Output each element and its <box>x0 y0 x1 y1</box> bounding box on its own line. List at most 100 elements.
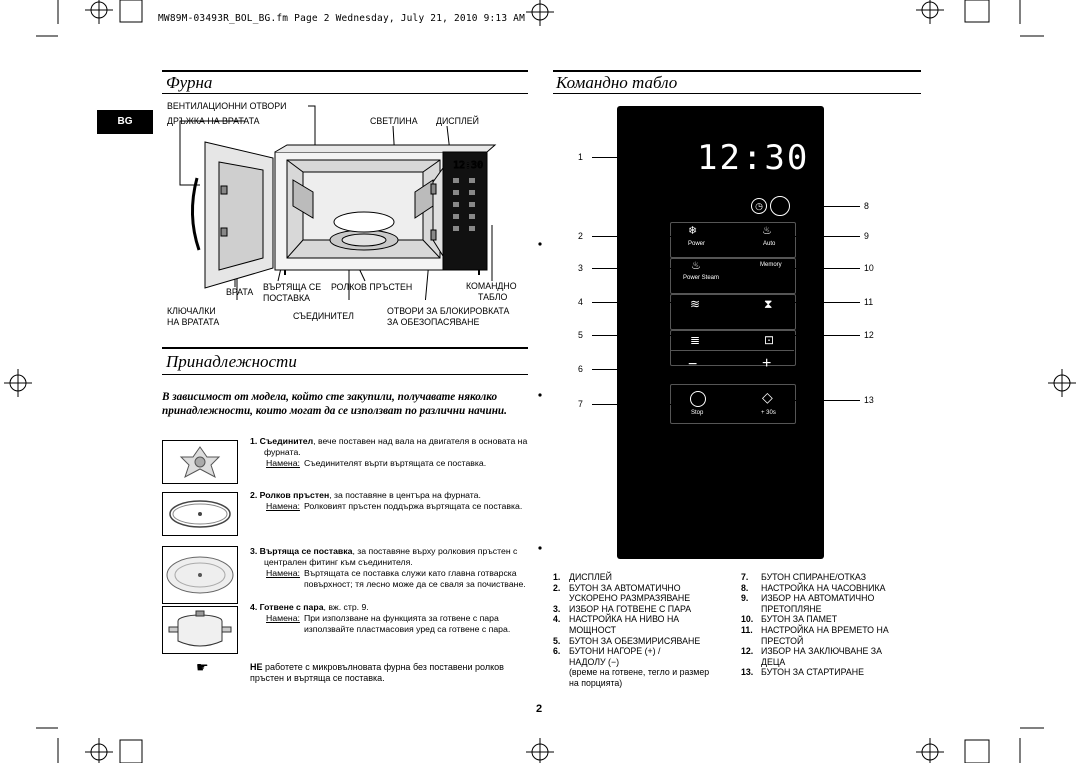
stop-icon[interactable] <box>690 391 706 407</box>
power-level-icon[interactable]: ≋ <box>690 297 701 311</box>
legend-item: 13.БУТОН ЗА СТАРТИРАНЕ <box>741 667 864 678</box>
language-tab: BG <box>97 110 153 134</box>
item-name: Съединител <box>259 436 314 446</box>
steam-icon[interactable]: ♨ <box>691 260 701 272</box>
callout-3: 3 <box>578 263 583 273</box>
legend-item: 12.ИЗБОР НА ЗАКЛЮЧВАНЕ ЗА <box>741 646 882 657</box>
label-display: ДИСПЛЕЙ <box>436 116 479 126</box>
item-number: 2. <box>250 490 258 500</box>
hourglass-icon[interactable]: ⧗ <box>764 297 773 311</box>
callout-6: 6 <box>578 364 583 374</box>
callout-5: 5 <box>578 330 583 340</box>
label-roller-ring: РОЛКОВ ПРЪСТЕН <box>331 282 413 292</box>
label-safety-holes: ОТВОРИ ЗА БЛОКИРОВКАТА <box>387 306 510 316</box>
stop-label[interactable]: Stop <box>691 410 704 416</box>
legend-item: УСКОРЕНО РАЗМРАЗЯВАНЕ <box>569 593 691 604</box>
accessory-item-4: 4. Готвене с пара, вж. стр. 9. Намена:Пр… <box>250 602 530 635</box>
bracket-right <box>780 369 781 378</box>
callout-1: 1 <box>578 152 583 162</box>
label-door-latches: КЛЮЧАЛКИ <box>167 306 216 316</box>
legend-item: ПРЕТОПЛЯНЕ <box>761 603 822 614</box>
callout-8: 8 <box>864 201 869 211</box>
label-coupler: СЪЕДИНИТЕЛ <box>293 311 354 321</box>
clock-button[interactable] <box>770 196 790 216</box>
legend-item: 10.БУТОН ЗА ПАМЕТ <box>741 614 838 625</box>
label-door: ВРАТА <box>226 287 254 297</box>
label-turntable: ВЪРТЯЩА СЕ <box>263 282 322 292</box>
label-door-latches-2: НА ВРАТАТА <box>167 317 220 327</box>
callout-4: 4 <box>578 297 583 307</box>
legend-item: НАДОЛУ (−) <box>569 656 620 667</box>
callout-line-8 <box>790 206 860 207</box>
legend-right: 7.БУТОН СПИРАНЕ/ОТКАЗ 8.НАСТРОЙКА НА ЧАС… <box>741 572 921 678</box>
callout-line-4 <box>592 302 684 303</box>
callout-line-10 <box>782 268 860 269</box>
callout-line-1 <box>592 157 692 158</box>
power-steam-label[interactable]: Power Steam <box>683 275 720 281</box>
item-number: 4. <box>250 602 258 612</box>
power-label[interactable]: Power <box>688 241 706 247</box>
control-title-underline <box>553 93 921 94</box>
legend-item: 8.НАСТРОЙКА НА ЧАСОВНИКА <box>741 582 886 593</box>
legend-item: МОЩНОСТ <box>569 624 617 635</box>
item-name: Въртяща се поставка <box>259 546 353 556</box>
svg-text:12:30: 12:30 <box>453 160 483 171</box>
auto-label[interactable]: Auto <box>763 241 776 247</box>
defrost-icon[interactable]: ❄︎ <box>688 225 698 237</box>
legend-item: 1.ДИСПЛЕЙ <box>553 572 612 582</box>
item-number: 1. <box>250 436 258 446</box>
bracket-left <box>670 369 671 377</box>
warning-note: НЕ работете с микровълновата фурна без п… <box>250 662 528 684</box>
note-label: Намена: <box>266 458 300 468</box>
callout-10: 10 <box>864 263 874 273</box>
label-safety-holes-2: ЗА ОБЕЗОПАСЯВАНЕ <box>387 317 480 327</box>
deodorize-icon[interactable]: ≣ <box>690 333 701 347</box>
callout-12: 12 <box>864 330 874 340</box>
callout-line-6 <box>592 369 670 370</box>
digital-display: 12:30 <box>697 138 810 178</box>
legend-item: 6.БУТОНИ НАГОРЕ (+) / <box>553 646 661 657</box>
oven-illustration: 12:30 <box>179 105 497 300</box>
minus-button[interactable]: − <box>688 356 698 373</box>
reheat-icon[interactable]: ♨ <box>762 225 772 237</box>
legend-item: ПРЕСТОЙ <box>761 635 804 646</box>
callout-line-3 <box>592 268 682 269</box>
callout-7: 7 <box>578 399 583 409</box>
accessory-item-1: 1. Съединител, вече поставен над вала на… <box>250 436 530 469</box>
coupler-image <box>162 440 238 484</box>
callout-9: 9 <box>864 231 869 241</box>
note-text: Съединителят върти въртящата се поставка… <box>303 458 487 468</box>
clock-icon[interactable]: ◷ <box>751 198 767 214</box>
control-section-title: Командно табло <box>556 73 678 92</box>
legend-item: 7.БУТОН СПИРАНЕ/ОТКАЗ <box>741 572 867 582</box>
legend-item: 3.ИЗБОР НА ГОТВЕНЕ С ПАРА <box>553 603 692 614</box>
note-label: Намена: <box>266 501 300 511</box>
row-auto-defrost <box>670 222 796 258</box>
legend-item: 2.БУТОН ЗА АВТОМАТИЧНО <box>553 582 681 593</box>
oven-section-title: Фурна <box>166 73 213 92</box>
accessory-item-2: 2. Ролков пръстен, за поставяне в център… <box>250 490 530 512</box>
memory-label[interactable]: Memory <box>760 262 782 268</box>
callout-line-5 <box>592 335 684 336</box>
warning-bold: НЕ <box>250 662 263 672</box>
callout-line-7 <box>592 404 684 405</box>
start-icon[interactable]: ◇ <box>762 389 773 405</box>
row-deodor-standby <box>670 294 796 330</box>
row-deodorize-lock <box>670 330 796 366</box>
callout-line-11 <box>776 302 860 303</box>
plus30-label[interactable]: + 30s <box>761 410 776 416</box>
row-steam-memory <box>670 258 796 294</box>
label-control-panel-2: ТАБЛО <box>478 292 508 302</box>
note-text: При използване на функцията за готвене с… <box>303 613 511 634</box>
callout-11: 11 <box>864 297 874 307</box>
plus-button[interactable]: + <box>762 355 772 372</box>
legend-item: 9.ИЗБОР НА АВТОМАТИЧНО <box>741 593 875 604</box>
roller-ring-image <box>162 492 238 536</box>
page-number: 2 <box>536 703 543 715</box>
callout-line-9 <box>780 236 860 237</box>
lock-icon[interactable]: ⊡ <box>764 333 775 347</box>
note-label: Намена: <box>266 613 300 623</box>
callout-13: 13 <box>864 395 874 405</box>
item-name: Готвене с пара <box>259 602 324 612</box>
